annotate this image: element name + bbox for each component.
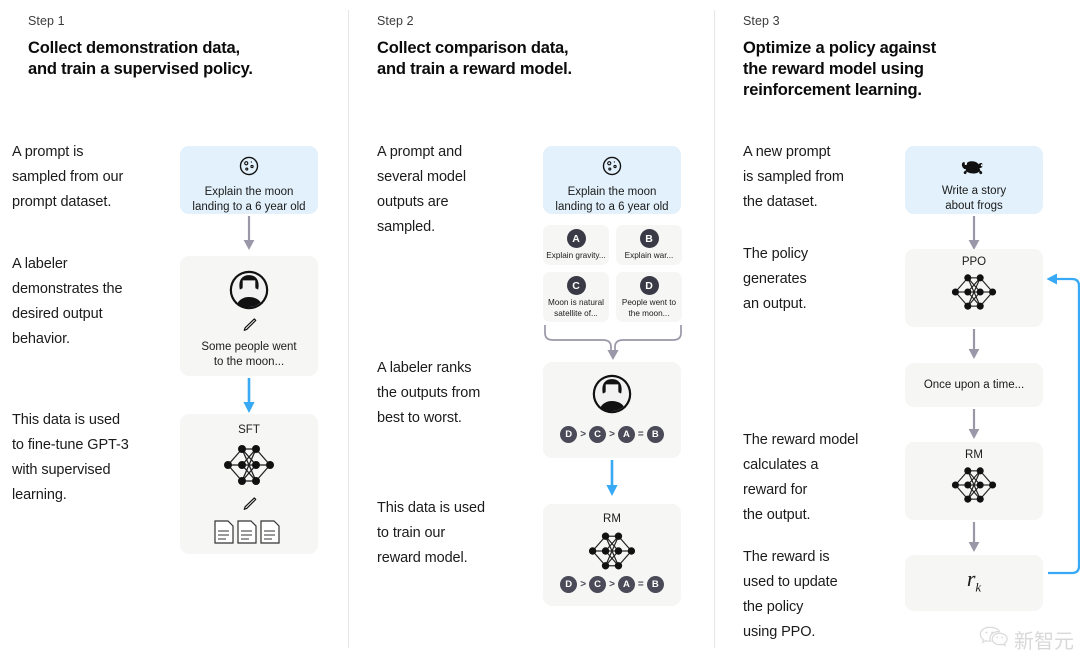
step-3-label: Step 3	[743, 14, 780, 28]
step-1-labeler-card[interactable]: Some people went to the moon...	[180, 256, 318, 376]
pencil-icon	[180, 317, 318, 338]
step-1-paragraph-1: A prompt is sampled from our prompt data…	[12, 144, 124, 210]
step-2-label: Step 2	[377, 14, 414, 28]
merge-arrow	[539, 323, 687, 366]
rm-label: RM	[965, 449, 983, 461]
step-1-sft-card[interactable]: SFT	[180, 414, 318, 554]
step-2-paragraph-3: This data is used to train our reward mo…	[377, 500, 485, 566]
output-badge-a: A	[566, 229, 586, 248]
step-1-title: Collect demonstration data, and train a …	[28, 39, 253, 78]
step-1-paragraph-3: This data is used to fine-tune GPT-3 wit…	[12, 412, 129, 503]
step-2-title: Collect comparison data, and train a rew…	[377, 39, 572, 78]
neural-net-icon	[543, 527, 681, 580]
arrow-grey-3	[967, 329, 981, 366]
output-text-b: Explain war...	[624, 251, 674, 260]
ranking-row: D > C > A = B	[543, 576, 681, 593]
rank-badge-1: D	[560, 426, 578, 443]
ppo-label: PPO	[961, 256, 987, 268]
step-3-prompt-text: Write a story about frogs	[941, 185, 1007, 212]
rank-op-1: >	[580, 579, 587, 590]
rank-op-3: =	[637, 579, 644, 590]
output-card-b[interactable]: B Explain war...	[616, 225, 682, 265]
output-badge-c: C	[566, 276, 586, 295]
moon-icon	[180, 146, 318, 182]
reward-formula: rk	[966, 566, 982, 595]
step-3-column: Step 3 Optimize a policy against the rew…	[715, 0, 1080, 656]
output-card-c[interactable]: C Moon is natural satellite of...	[543, 272, 609, 322]
rank-badge-2: C	[589, 576, 607, 593]
arrow-blue-2	[605, 460, 619, 503]
arrow-grey-2	[967, 216, 981, 257]
step-1-label: Step 1	[28, 14, 65, 28]
output-text-d: People went to the moon...	[621, 298, 677, 318]
step-2-reward-model-card[interactable]: RM D >	[543, 504, 681, 606]
step-2-paragraph-2: A labeler ranks the outputs from best to…	[377, 360, 481, 426]
step-3-paragraph-1: A new prompt is sampled from the dataset…	[743, 144, 844, 210]
labeler-avatar-icon	[180, 256, 318, 316]
neural-net-icon	[905, 269, 1043, 320]
step-1-paragraph-2: A labeler demonstrates the desired outpu…	[12, 256, 123, 347]
rank-badge-3: A	[617, 426, 635, 443]
step-3-reward-model-card[interactable]: RM	[905, 442, 1043, 520]
step-3-paragraph-2: The policy generates an output.	[743, 246, 809, 312]
frog-icon	[905, 146, 1043, 181]
neural-net-icon	[905, 462, 1043, 513]
step-1-prompt-card[interactable]: Explain the moon landing to a 6 year old	[180, 146, 318, 214]
rank-badge-3: A	[617, 576, 635, 593]
output-badge-d: D	[639, 276, 659, 295]
column-divider-1	[348, 10, 349, 648]
rm-label: RM	[603, 513, 621, 525]
step-3-title: Optimize a policy against the reward mod…	[743, 39, 937, 99]
rank-op-2: >	[609, 579, 615, 590]
step-3-output-text: Once upon a time...	[923, 379, 1025, 391]
wechat-icon	[979, 625, 1009, 654]
output-card-d[interactable]: D People went to the moon...	[616, 272, 682, 322]
rank-badge-4: B	[646, 576, 664, 593]
output-text-a: Explain gravity...	[546, 251, 606, 260]
moon-icon	[543, 146, 681, 182]
step-2-column: Step 2 Collect comparison data, and trai…	[349, 0, 714, 656]
feedback-loop-arrow	[1041, 272, 1080, 589]
arrow-grey-1	[242, 216, 256, 257]
step-1-column: Step 1 Collect demonstration data, and t…	[0, 0, 348, 656]
step-3-paragraph-4: The reward is used to update the policy …	[743, 549, 838, 640]
step-2-prompt-card[interactable]: Explain the moon landing to a 6 year old	[543, 146, 681, 214]
neural-net-icon	[180, 439, 318, 496]
arrow-grey-5	[967, 522, 981, 559]
step-2-paragraph-1: A prompt and several model outputs are s…	[377, 144, 466, 235]
step-3-paragraph-3: The reward model calculates a reward for…	[743, 432, 859, 523]
documents-icon	[180, 519, 318, 550]
watermark: 新智元	[979, 625, 1074, 654]
rank-badge-1: D	[560, 576, 578, 593]
output-card-a[interactable]: A Explain gravity...	[543, 225, 609, 265]
pencil-icon	[180, 496, 318, 517]
labeler-avatar-icon	[543, 362, 681, 420]
rank-badge-2: C	[589, 426, 607, 443]
ranking-row: D > C > A = B	[543, 426, 681, 443]
step-2-prompt-text: Explain the moon landing to a 6 year old	[555, 186, 669, 213]
rank-op-3: =	[637, 429, 644, 440]
step-3-output-card[interactable]: Once upon a time...	[905, 363, 1043, 407]
arrow-blue-1	[242, 378, 256, 419]
step-1-labeler-text: Some people went to the moon...	[201, 341, 297, 368]
step-2-labeler-ranking-card[interactable]: D > C > A = B	[543, 362, 681, 458]
step-3-ppo-card[interactable]: PPO	[905, 249, 1043, 327]
watermark-text: 新智元	[1014, 629, 1074, 653]
step-3-prompt-card[interactable]: Write a story about frogs	[905, 146, 1043, 214]
output-badge-b: B	[639, 229, 659, 248]
rank-op-1: >	[580, 429, 587, 440]
step-3-reward-value-card[interactable]: rk	[905, 555, 1043, 611]
rank-badge-4: B	[646, 426, 664, 443]
output-text-c: Moon is natural satellite of...	[548, 298, 604, 318]
rank-op-2: >	[609, 429, 615, 440]
step-1-prompt-text: Explain the moon landing to a 6 year old	[192, 186, 306, 213]
column-divider-2	[714, 10, 715, 648]
arrow-grey-4	[967, 409, 981, 446]
sft-label: SFT	[238, 424, 260, 436]
